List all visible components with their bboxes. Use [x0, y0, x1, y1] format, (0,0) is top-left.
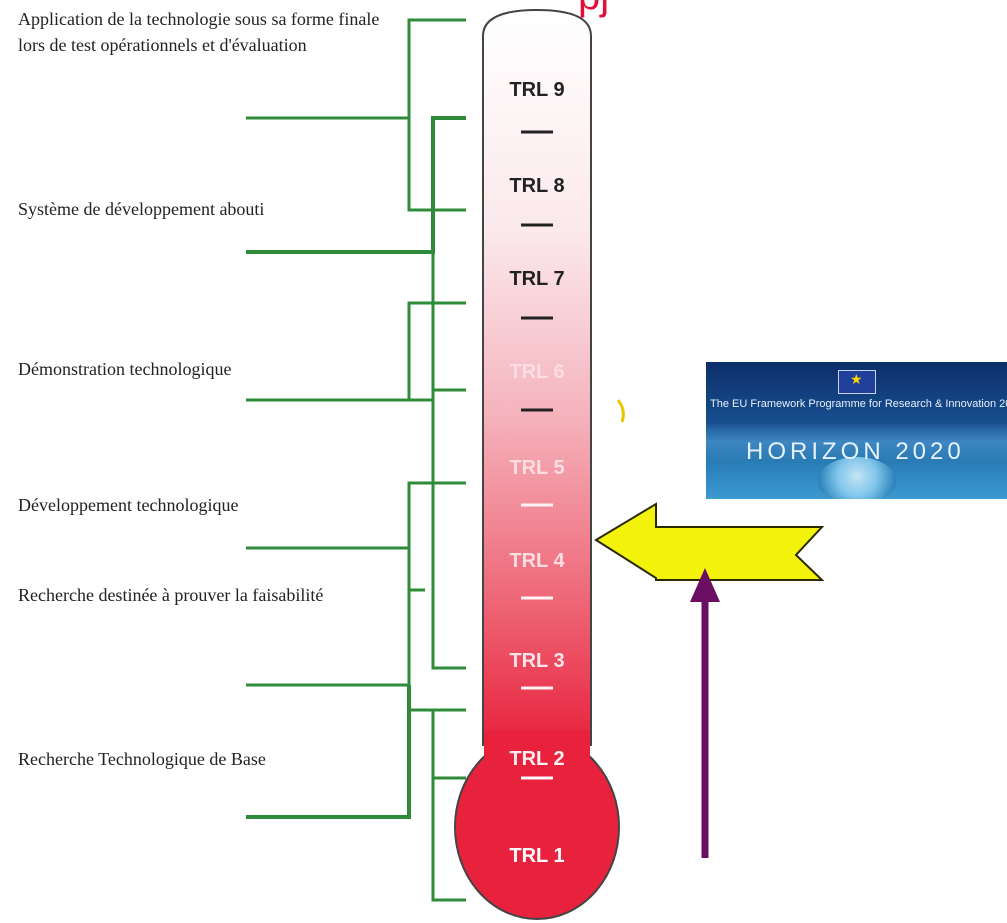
trl-label-2: TRL 2 — [509, 748, 564, 770]
title-fragment: pj — [578, 0, 609, 19]
thermometer-neck — [484, 730, 590, 760]
bracket-demonstration — [246, 481, 466, 550]
globe-icon — [818, 457, 896, 499]
small-yellow-mark — [616, 399, 625, 423]
trl-label-6: TRL 6 — [509, 361, 564, 383]
banner-subtitle: The EU Framework Programme for Research … — [710, 398, 1007, 410]
stage-label-final-application: Application de la technologie sous sa fo… — [18, 9, 380, 55]
stage-label-demonstration: Démonstration technologique — [18, 359, 232, 379]
trl-label-8: TRL 8 — [509, 175, 564, 197]
thermometer — [454, 8, 620, 920]
thermometer-tube — [482, 8, 592, 746]
purple-arrow-head — [690, 568, 720, 602]
stage-label-system-development: Système de développement abouti — [18, 199, 265, 219]
trl-label-5: TRL 5 — [509, 457, 564, 479]
banner-title: HORIZON 2020 — [746, 438, 965, 465]
bracket-system-development — [246, 252, 466, 548]
eu-flag-icon — [838, 370, 876, 394]
stage-label-basic-research: Recherche Technologique de Base — [18, 749, 266, 769]
stage-label-development: Développement technologique — [18, 495, 239, 515]
trl-label-1: TRL 1 — [509, 845, 564, 867]
trl-label-4: TRL 4 — [509, 550, 565, 572]
stage-brackets — [246, 18, 466, 902]
bracket-final-application — [246, 18, 466, 254]
purple-arrow — [690, 568, 720, 858]
yellow-arrow-shape — [594, 502, 825, 581]
trl-label-9: TRL 9 — [509, 79, 564, 101]
stage-label-feasibility-research: Recherche destinée à prouver la faisabil… — [18, 585, 324, 605]
bracket-basic-research — [431, 778, 466, 902]
trl-label-3: TRL 3 — [509, 650, 564, 672]
horizon-2020-banner: The EU Framework Programme for Research … — [706, 362, 1007, 499]
trl-scale: TRL 9 TRL 8 TRL 7 TRL 6 TRL 5 TRL 4 TRL … — [509, 79, 565, 867]
trl-label-7: TRL 7 — [509, 268, 564, 290]
bracket-development — [246, 548, 466, 687]
bracket-feasibility-research — [246, 685, 466, 819]
banner-glow — [706, 422, 1007, 462]
yellow-arrow — [594, 502, 825, 581]
